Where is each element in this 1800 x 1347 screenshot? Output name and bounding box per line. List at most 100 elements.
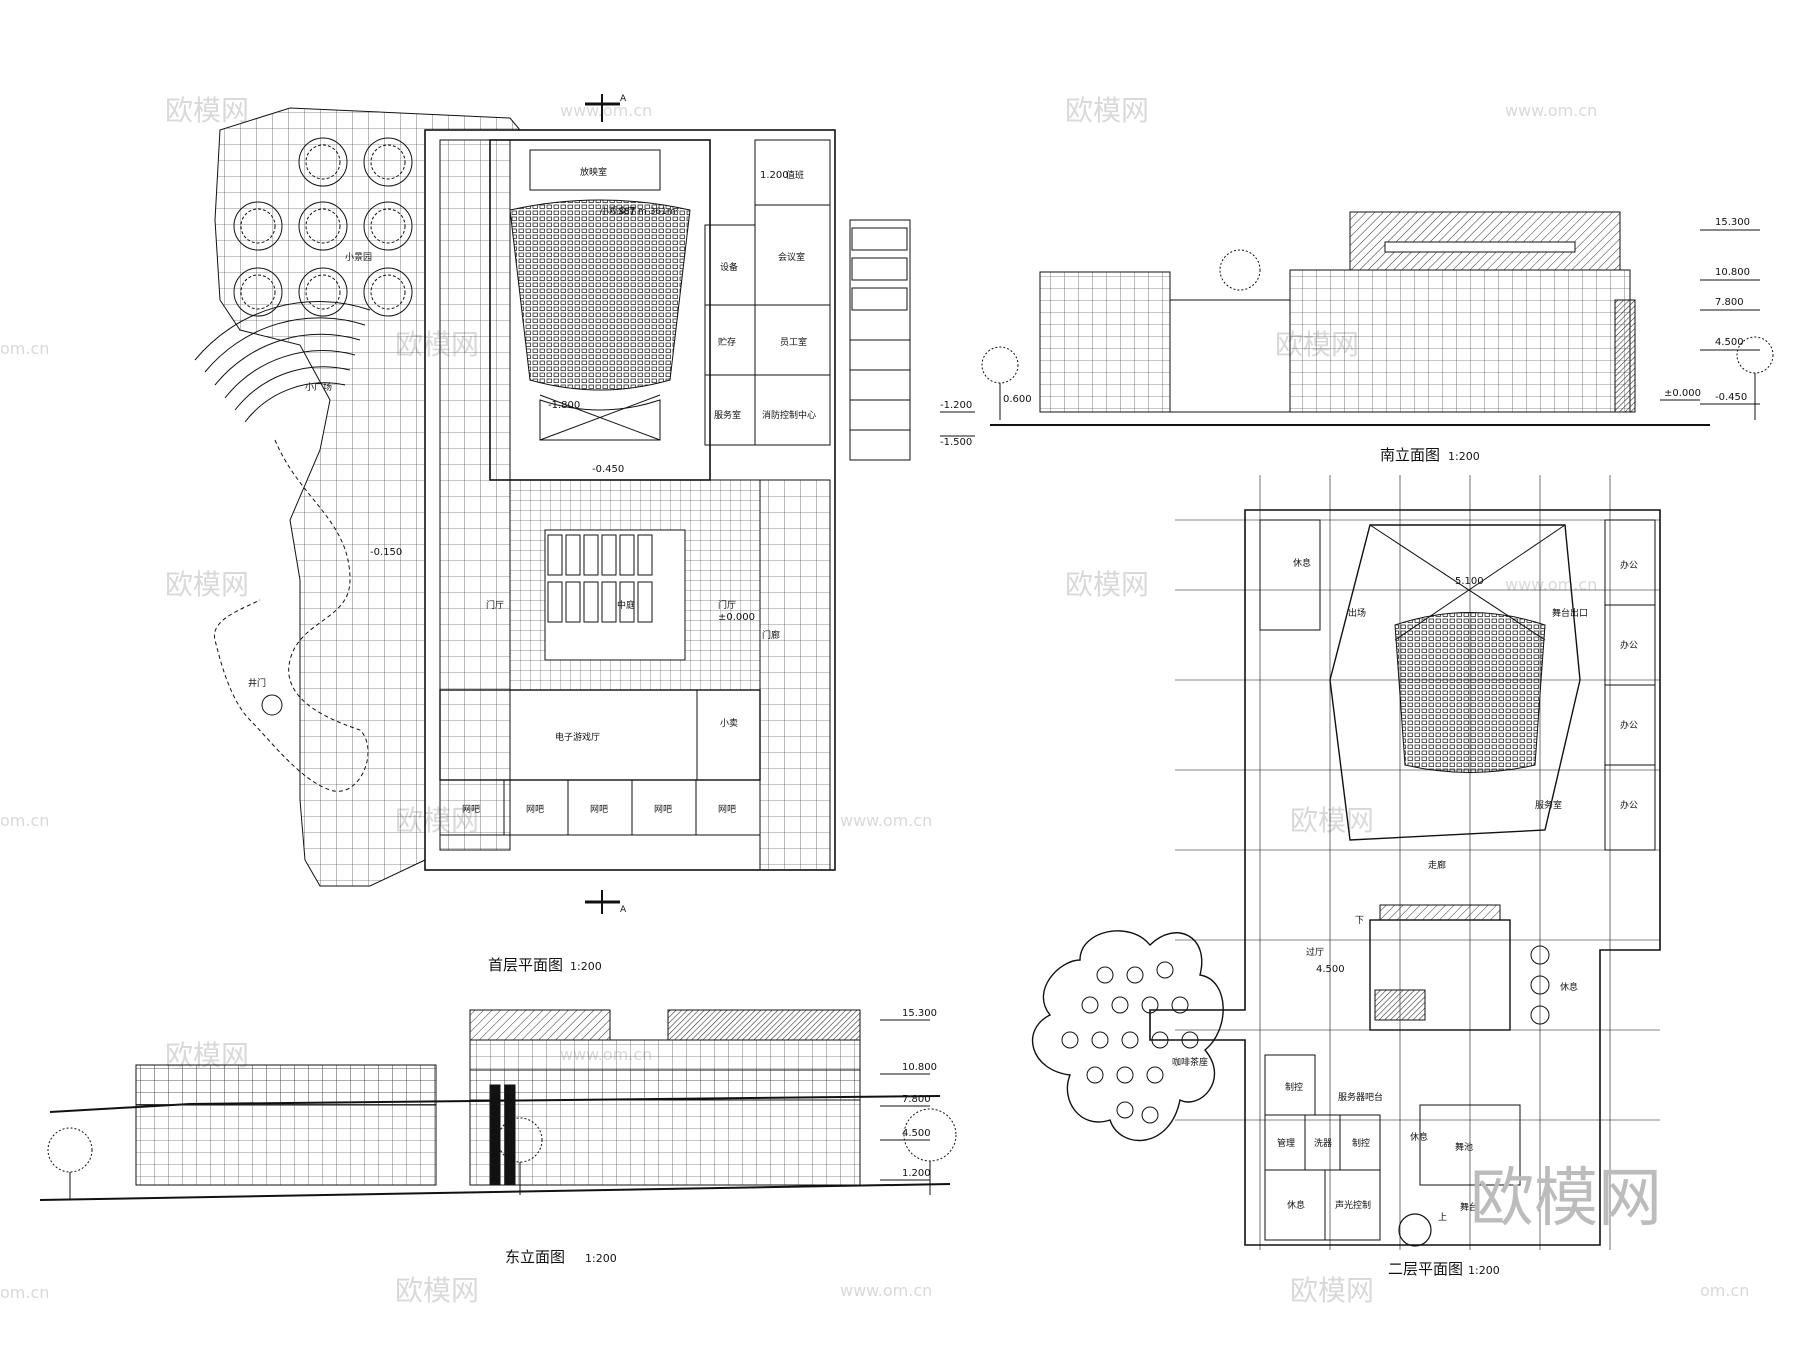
plaza-label: 小广场 xyxy=(305,381,332,393)
east-level-lines xyxy=(880,1019,930,1181)
upper-level: 1.200 xyxy=(760,170,789,181)
spiral-stair xyxy=(1398,1213,1432,1247)
level-value: 7.800 xyxy=(902,1094,931,1105)
arcade-label: 电子游戏厅 xyxy=(555,731,600,743)
section-label: A xyxy=(620,905,627,915)
garden-label: 小景园 xyxy=(345,252,372,263)
level-value: 10.800 xyxy=(902,1062,937,1073)
east-trees xyxy=(47,1108,957,1200)
second-plan-scale: 1:200 xyxy=(1468,1264,1500,1277)
well-circle xyxy=(261,694,283,716)
bar-label: 网吧 xyxy=(718,804,736,815)
east-flytower-right xyxy=(667,1009,861,1041)
garden-path xyxy=(214,439,369,792)
stage xyxy=(539,399,661,441)
watermark-brand: 欧模网 xyxy=(165,568,249,601)
rest-label: 休息 xyxy=(1560,981,1578,993)
front-level: -0.450 xyxy=(592,464,624,475)
transit-label: 过厅 xyxy=(1306,946,1324,958)
watermark-short: om.cn xyxy=(0,811,49,830)
watermark-brand: 欧模网 xyxy=(165,94,249,127)
office-label: 办公 xyxy=(1620,559,1638,571)
watermark-short: om.cn xyxy=(0,339,49,358)
watermark-brand: 欧模网 xyxy=(395,1274,479,1307)
dance-label: 舞池 xyxy=(1455,1141,1473,1153)
service-bar-label: 服务器吧台 xyxy=(1338,1091,1383,1103)
up-label: 上 xyxy=(1438,1212,1447,1223)
hall-label: 小观众厅 xyxy=(600,206,636,217)
office-rows xyxy=(1604,519,1656,851)
east-flytower-left xyxy=(469,1009,611,1041)
parking-lot xyxy=(849,219,911,461)
level-value: 15.300 xyxy=(902,1008,937,1019)
upper-level: 5.100 xyxy=(1455,576,1484,587)
well-label: 井门 xyxy=(248,677,266,689)
atrium-blocks xyxy=(544,529,686,661)
stage-level: -1.800 xyxy=(548,400,580,411)
south-stair xyxy=(1614,299,1636,413)
down-label: 下 xyxy=(1355,916,1364,926)
ground-plan-scale: 1:200 xyxy=(570,960,602,973)
south-left-wing xyxy=(1039,271,1171,413)
south-mid-wing xyxy=(1169,299,1291,413)
east-right-facade xyxy=(469,1069,861,1186)
wash-label: 洗器 xyxy=(1314,1137,1332,1149)
second-floor-plan: 办公 办公 办公 办公 休息 5.100 出场 舞台出口 服务室 走廊 过厅 4… xyxy=(1031,475,1661,1250)
sound-label: 声光控制 xyxy=(1335,1199,1371,1211)
fire-control-label: 消防控制中心 xyxy=(762,409,816,421)
bar-label: 网吧 xyxy=(462,804,480,815)
meeting-label: 会议室 xyxy=(778,251,805,263)
cafe-label: 咖啡茶座 xyxy=(1172,1056,1208,1068)
rest-label: 休息 xyxy=(1293,557,1311,569)
watermark-url: www.om.cn xyxy=(840,1281,932,1300)
shop-room xyxy=(696,689,761,781)
stage-exit-label: 舞台出口 xyxy=(1552,607,1588,619)
section-mark-top: A xyxy=(585,94,627,122)
watermark-url: www.om.cn xyxy=(560,101,652,120)
bar-label: 网吧 xyxy=(526,804,544,815)
axis-grid xyxy=(1175,475,1660,1250)
south-main-block xyxy=(1289,269,1631,413)
level-value: 4.500 xyxy=(1715,337,1744,348)
lobby-label: 门厅 xyxy=(486,599,504,611)
manage-label: 管理 xyxy=(1277,1137,1295,1149)
south-level-values: 15.300 10.800 7.800 4.500 ±0.000 -0.450 … xyxy=(940,217,1750,448)
watermark-short: om.cn xyxy=(1700,1281,1749,1300)
south-elevation-title: 南立面图 xyxy=(1380,446,1440,464)
south-trees xyxy=(981,249,1774,420)
level-value: ±0.000 xyxy=(1664,388,1701,399)
watermark-brand: 欧模网 xyxy=(1290,804,1374,837)
equipment-label: 设备 xyxy=(720,261,738,273)
east-terrace xyxy=(759,479,831,871)
south-elevation-scale: 1:200 xyxy=(1448,450,1480,463)
bar-rooms xyxy=(439,779,761,836)
rest-label: 休息 xyxy=(1287,1199,1305,1211)
doorway-label: 门厅 xyxy=(718,599,736,611)
building-outline xyxy=(424,129,836,871)
cafe-tables xyxy=(1061,961,1199,1124)
south-level-lines xyxy=(940,229,1760,437)
rest-label: 休息 xyxy=(1410,1131,1428,1143)
east-elevation xyxy=(39,1009,957,1201)
east-left-facade xyxy=(135,1064,437,1186)
office-label: 办公 xyxy=(1620,719,1638,731)
level-value: 10.800 xyxy=(1715,267,1750,278)
exit-label: 出场 xyxy=(1348,607,1366,619)
office-label: 办公 xyxy=(1620,799,1638,811)
duty-label: 值班 xyxy=(786,169,804,181)
auditorium-block xyxy=(489,139,711,481)
projection-room xyxy=(529,149,661,191)
rest-tables xyxy=(1530,945,1550,1025)
second-plan-title: 二层平面图 xyxy=(1388,1260,1463,1278)
section-label: A xyxy=(620,94,627,104)
watermark-url: www.om.cn xyxy=(1505,575,1597,594)
staff-label: 员工室 xyxy=(780,336,807,348)
transit-level: 4.500 xyxy=(1316,964,1345,975)
watermark-brand: 欧模网 xyxy=(1065,94,1149,127)
bar-label: 网吧 xyxy=(590,804,608,815)
left-lounge xyxy=(1259,519,1321,631)
projection-label: 放映室 xyxy=(580,166,607,178)
south-elevation xyxy=(940,211,1774,437)
auditorium-seating xyxy=(509,199,691,391)
